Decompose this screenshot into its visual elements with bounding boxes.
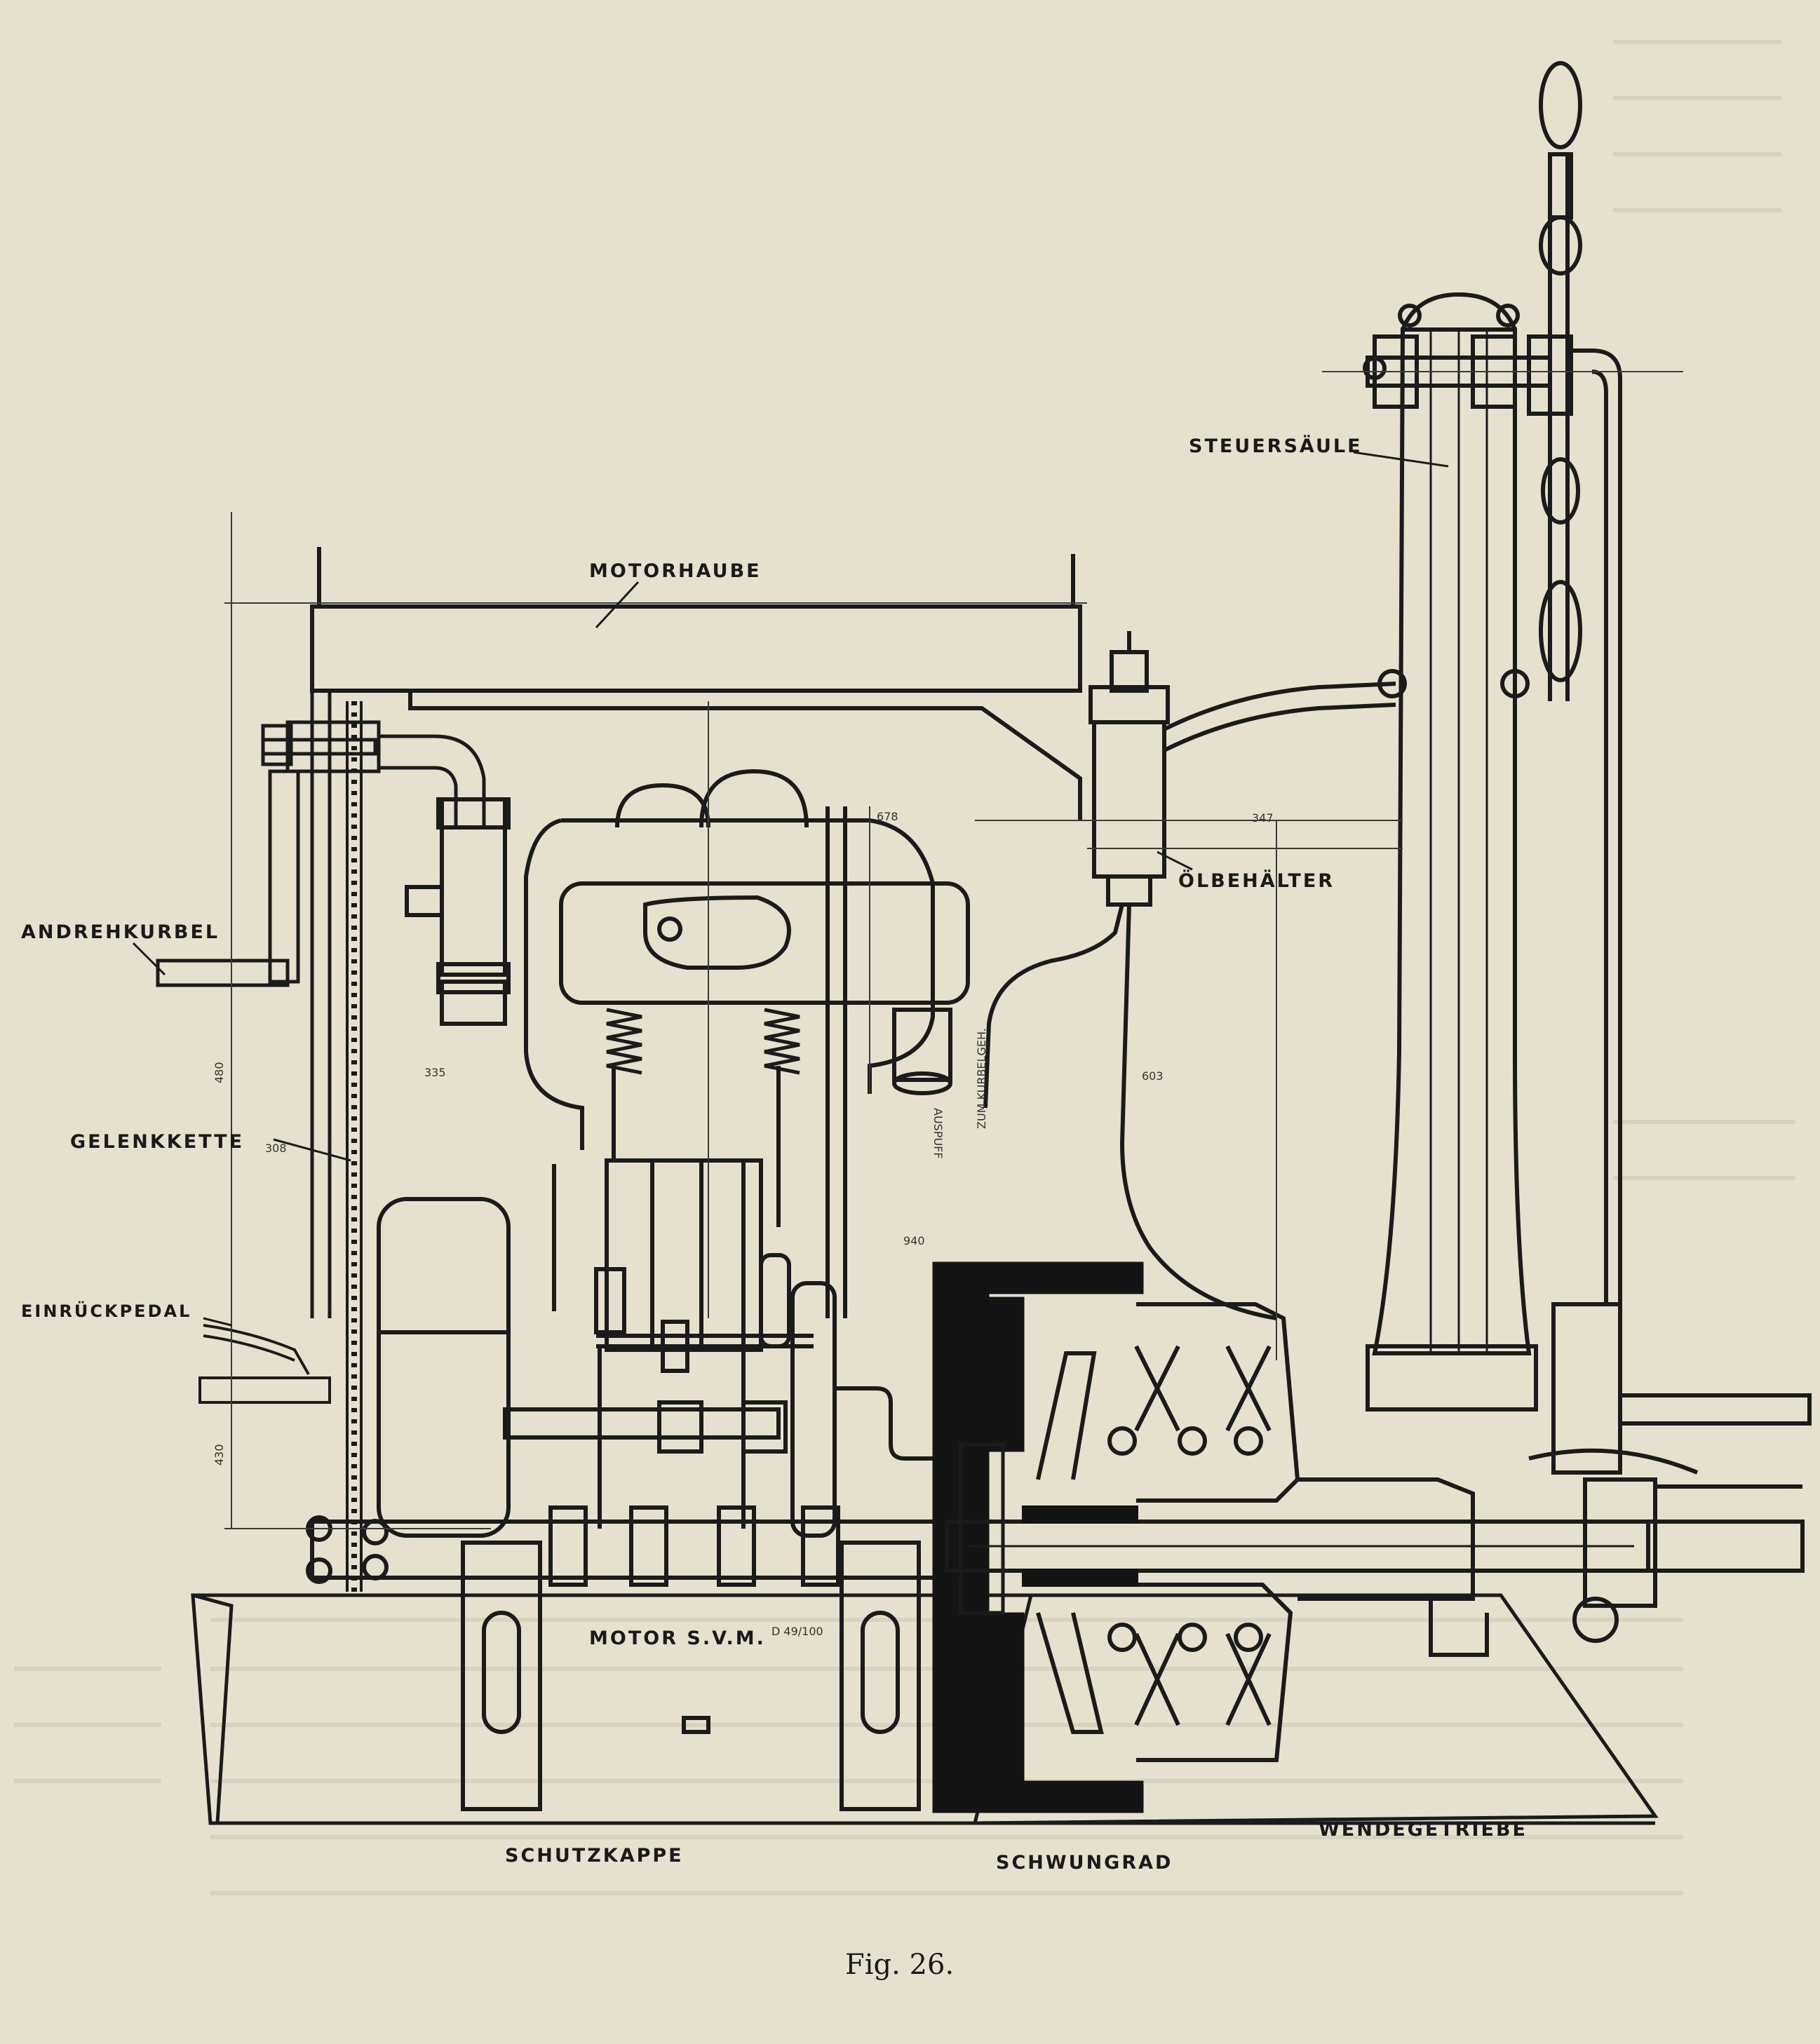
steering-column <box>1363 292 1552 1412</box>
background-bleed-text <box>14 40 1795 1895</box>
crank-handle <box>156 720 486 987</box>
left-frame <box>310 691 332 1318</box>
label-steuersaeule: STEUERSÄULE <box>1189 435 1363 457</box>
label-andrehkurbel: ANDREHKURBEL <box>21 921 220 943</box>
main-shaft <box>945 1477 1805 1657</box>
left-housing <box>377 1197 788 1538</box>
control-levers <box>1527 61 1812 1489</box>
dim-480: 480 <box>213 1062 226 1083</box>
motor-hood <box>310 547 1082 820</box>
label-motor-spec: D 49/100 <box>771 1625 823 1638</box>
oil-tank <box>983 631 1396 1320</box>
label-oelbehaelter: ÖLBEHÄLTER <box>1178 869 1335 892</box>
magneto <box>405 797 511 1026</box>
dim-347: 347 <box>1252 811 1274 825</box>
dim-603: 603 <box>1142 1069 1164 1083</box>
crankcase <box>306 1505 945 1811</box>
dimension-lines <box>224 371 1683 1529</box>
reverse-gear <box>1036 1302 1475 1762</box>
base-frame <box>191 1593 1659 1825</box>
engine-block <box>524 818 970 1529</box>
label-motor: MOTOR S.V.M. <box>589 1627 766 1649</box>
clutch-pedal <box>198 1324 331 1404</box>
label-einrueckpedal: EINRÜCKPEDAL <box>21 1300 191 1321</box>
label-schwungrad: SCHWUNGRAD <box>996 1852 1173 1874</box>
label-wendegetriebe: WENDEGETRIEBE <box>1319 1819 1528 1841</box>
label-zum-kurbelgeh: ZUM KURBELGEH. <box>975 1028 988 1129</box>
chain <box>346 701 363 1592</box>
label-motorhaube: MOTORHAUBE <box>589 560 762 582</box>
label-schutzkappe: SCHUTZKAPPE <box>505 1845 684 1867</box>
dim-678: 678 <box>877 810 898 823</box>
label-gelenkkette-number: 308 <box>265 1142 287 1155</box>
leader-lines <box>132 451 1449 1327</box>
dim-335: 335 <box>424 1066 446 1079</box>
flywheel <box>932 1261 1144 1813</box>
dim-430: 430 <box>213 1444 226 1466</box>
label-gelenkkette: GELENKKETTE <box>70 1131 244 1153</box>
label-auspuff: AUSPUFF <box>931 1108 945 1159</box>
figure-caption: Fig. 26. <box>845 1949 954 1981</box>
dim-940: 940 <box>903 1234 925 1247</box>
coolant-pipes <box>615 769 940 1538</box>
